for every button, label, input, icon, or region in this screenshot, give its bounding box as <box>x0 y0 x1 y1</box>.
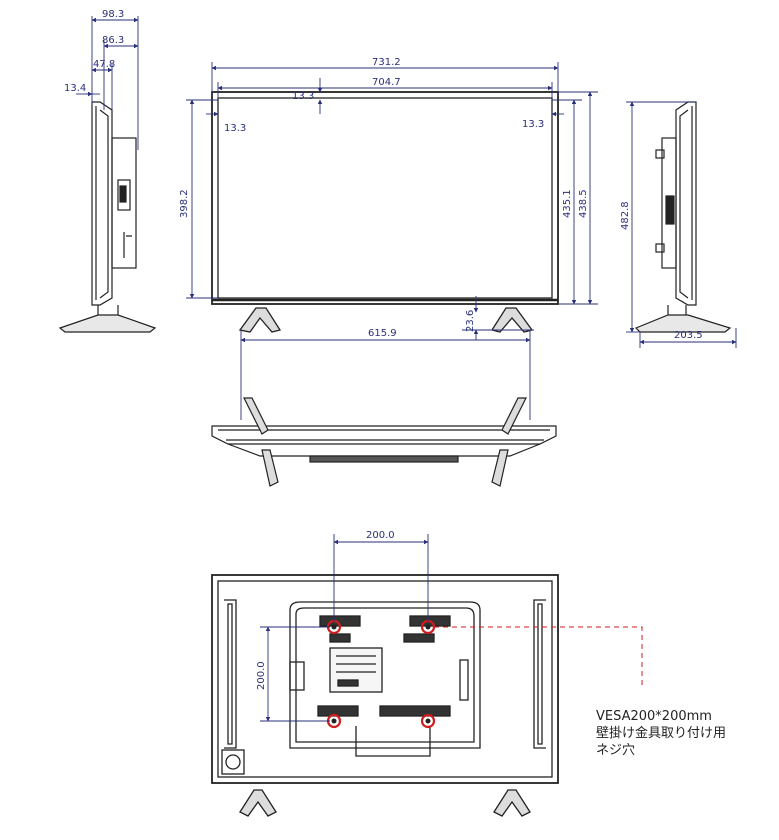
vesa-note-line3: ネジ穴 <box>596 743 636 758</box>
left-bezel-label: 13.3 <box>224 123 246 134</box>
overall-depth-label: 98.3 <box>102 9 124 20</box>
vesa-horizontal-label: 200.0 <box>366 530 395 541</box>
screen-height-label: 398.2 <box>179 189 190 218</box>
vesa-callout-line <box>434 626 643 688</box>
vesa-note: VESA200*200mm 壁掛け金具取り付け用 ネジ穴 <box>596 708 776 759</box>
stand-depth-label: 203.5 <box>674 330 703 341</box>
screen-width-label: 704.7 <box>372 77 401 88</box>
left-side-dimensions <box>76 16 139 150</box>
vesa-note-line1: VESA200*200mm <box>596 709 712 724</box>
vesa-dimensions <box>260 534 429 722</box>
top-bezel-label: 13.3 <box>292 91 314 102</box>
left-side-view <box>58 101 157 333</box>
vesa-hole-bottom-right <box>420 713 436 729</box>
overall-width-label: 731.2 <box>372 57 401 68</box>
front-dimensions <box>186 62 598 420</box>
rear-view <box>211 574 559 817</box>
top-view <box>211 397 557 487</box>
frame-height-label: 438.5 <box>578 189 589 218</box>
vesa-vertical-label: 200.0 <box>256 661 267 690</box>
right-bezel-label: 13.3 <box>522 119 544 130</box>
front-view <box>211 91 559 333</box>
front-bezel-depth-label: 13.4 <box>64 83 86 94</box>
panel-depth-label: 86.3 <box>102 35 124 46</box>
stand-span-label: 615.9 <box>368 328 397 339</box>
vesa-note-line2: 壁掛け金具取り付け用 <box>596 726 727 741</box>
right-side-view <box>634 101 732 333</box>
right-side-dimensions <box>626 101 737 348</box>
panel-height-label: 435.1 <box>562 189 573 218</box>
body-depth-label: 47.8 <box>93 59 115 70</box>
stand-clearance-label: 23.6 <box>465 310 476 332</box>
overall-height-label: 482.8 <box>620 201 631 230</box>
